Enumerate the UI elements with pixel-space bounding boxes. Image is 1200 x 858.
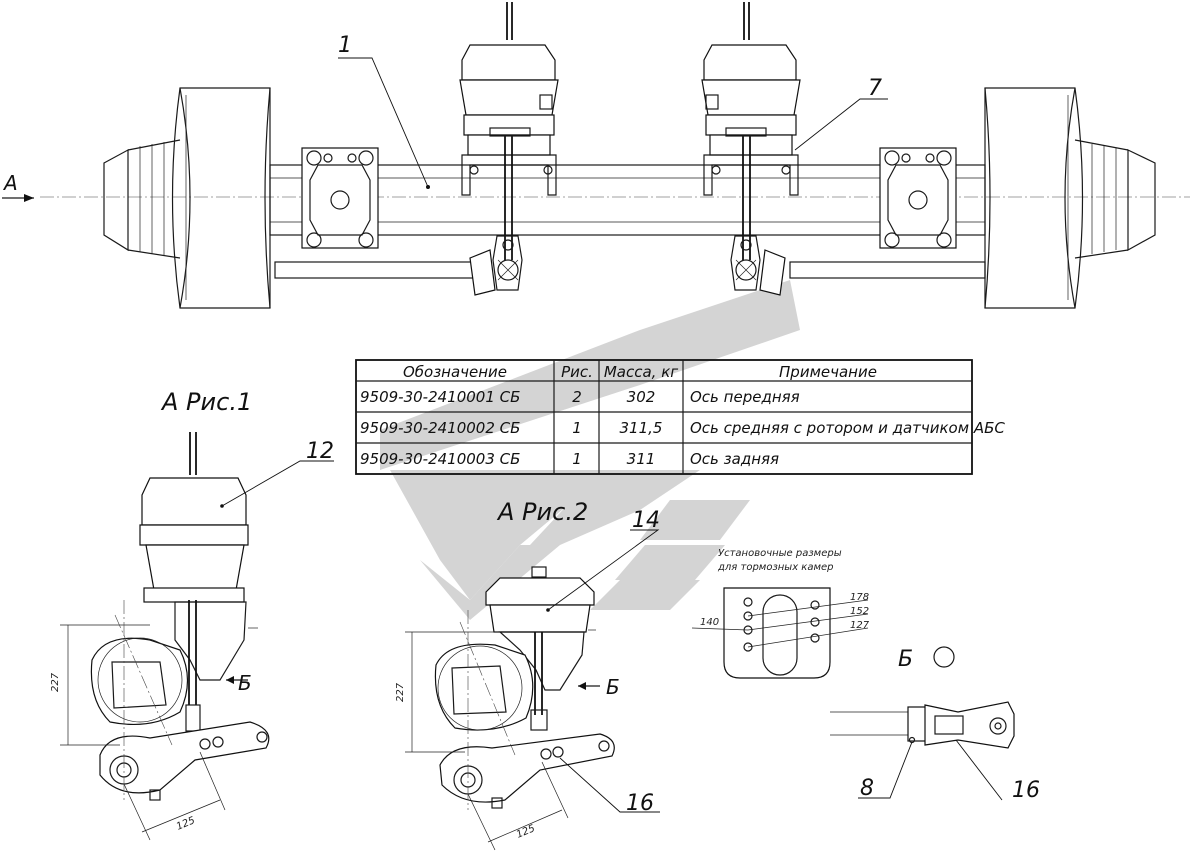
table-row-2-figure: 1 — [572, 419, 582, 437]
view-b-arrow-fig1: Б — [238, 671, 252, 695]
callout-16-fig2: 16 — [626, 791, 654, 816]
right-brake-drum — [984, 87, 1156, 309]
table-header-mass: Масса, кг — [604, 363, 678, 381]
dim-227-fig2: 227 — [395, 682, 406, 702]
callout-12: 12 — [306, 439, 334, 464]
callout-8: 8 — [860, 776, 874, 801]
view-b-arrow-fig2: Б — [606, 675, 620, 699]
table-header-figure: Рис. — [561, 363, 593, 381]
table-row-3-note: Ось задняя — [690, 450, 779, 468]
watermark-logo — [380, 280, 800, 620]
detail-b — [830, 646, 1015, 749]
detail-b-title: Б — [898, 647, 913, 672]
spec-table — [355, 359, 973, 475]
dim-140: 140 — [700, 617, 719, 628]
right-slack-adjuster — [730, 235, 786, 296]
dim-125-fig1: 125 — [175, 815, 197, 833]
view-a-fig2-title: А Рис.2 — [496, 498, 588, 526]
callout-7: 7 — [868, 76, 882, 101]
mounting-plate — [691, 587, 869, 679]
dim-227-fig1: 227 — [50, 672, 61, 692]
table-header-designation: Обозначение — [403, 363, 507, 381]
left-brake-drum — [103, 87, 271, 309]
left-spring-seat — [301, 147, 379, 249]
dim-127: 127 — [850, 620, 870, 631]
callout-14: 14 — [632, 508, 660, 533]
table-row-2-note: Ось средняя с ротором и датчиком АБС — [690, 419, 1005, 437]
left-slack-adjuster — [469, 235, 523, 296]
view-a-fig1-title: А Рис.1 — [160, 388, 252, 416]
callout-1: 1 — [338, 33, 352, 58]
view-a-fig1 — [60, 432, 270, 841]
dim-178: 178 — [850, 592, 869, 603]
plate-note-line1: Установочные размеры — [718, 548, 842, 559]
table-row-2-designation: 9509-30-2410002 СБ — [360, 419, 520, 437]
plate-note-line2: для тормозных камер — [717, 562, 834, 573]
table-row-1-designation: 9509-30-2410001 СБ — [360, 388, 520, 406]
callout-16-detail: 16 — [1012, 778, 1040, 803]
table-row-3-figure: 1 — [572, 450, 582, 468]
dim-125-fig2: 125 — [515, 823, 537, 841]
right-spring-seat — [879, 147, 957, 249]
view-arrow-a-label: А — [2, 171, 18, 195]
table-row-3-designation: 9509-30-2410003 СБ — [360, 450, 520, 468]
table-row-3-mass: 311 — [627, 450, 656, 468]
table-row-2-mass: 311,5 — [620, 419, 663, 437]
table-header-note: Примечание — [779, 363, 877, 381]
table-row-1-note: Ось передняя — [690, 388, 800, 406]
view-a-fig2 — [405, 566, 615, 851]
table-row-1-figure: 2 — [572, 388, 582, 406]
axle-top-view — [2, 2, 1190, 309]
right-brake-chamber — [701, 2, 801, 260]
table-row-1-mass: 302 — [627, 388, 656, 406]
dim-152: 152 — [850, 606, 869, 617]
left-brake-chamber — [459, 2, 559, 260]
